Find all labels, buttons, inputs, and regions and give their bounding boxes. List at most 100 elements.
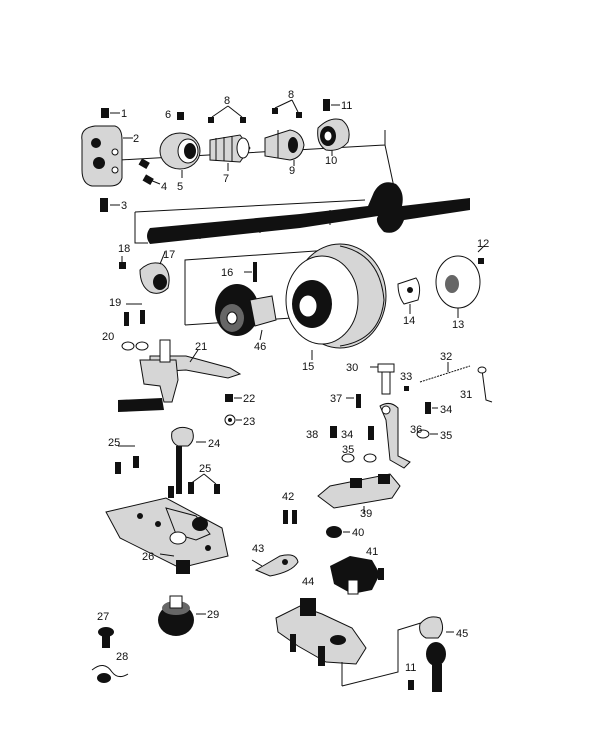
- screw-part-3: [100, 198, 120, 212]
- label-part-24: 24: [208, 438, 220, 450]
- plate-part-26: [105, 497, 229, 574]
- screw-part-11a: [323, 99, 340, 111]
- bracket-part-14: [397, 277, 421, 314]
- label-part-17: 17: [163, 249, 175, 261]
- bolt-part-27: [98, 627, 114, 648]
- screw-part-34b: [368, 426, 374, 440]
- label-part-5: 5: [177, 181, 183, 193]
- washer-part-35a: [416, 429, 438, 439]
- label-part-35b: 35: [342, 444, 354, 456]
- part-labels: 1 2 4 3 6 5 8 7 8 9 11 10 18 17 16 12 19…: [97, 89, 489, 674]
- cam-part-17: [139, 251, 170, 294]
- label-part-18: 18: [118, 243, 130, 255]
- label-part-2: 2: [133, 133, 139, 145]
- nut-part-22: [225, 394, 242, 402]
- spring-part-28: [91, 665, 129, 683]
- label-part-39: 39: [360, 508, 372, 520]
- washer-part-35b: [341, 453, 377, 463]
- screw-part-8b: [272, 99, 302, 118]
- label-part-42: 42: [282, 491, 294, 503]
- label-part-19: 19: [109, 297, 121, 309]
- screw-part-37: [346, 394, 361, 408]
- label-part-25b: 25: [199, 463, 211, 475]
- label-part-29: 29: [207, 609, 219, 621]
- label-part-28: 28: [116, 651, 128, 663]
- label-part-30: 30: [346, 362, 358, 374]
- label-part-38: 38: [306, 429, 318, 441]
- arm-part-21: [118, 339, 242, 412]
- screw-part-18: [119, 256, 126, 269]
- clip-part-43: [251, 554, 299, 577]
- part-45-assembly: [419, 616, 454, 692]
- label-part-22: 22: [243, 393, 255, 405]
- screw-part-42: [283, 510, 297, 524]
- label-part-13: 13: [452, 319, 464, 331]
- label-part-37: 37: [330, 393, 342, 405]
- label-part-44: 44: [302, 576, 314, 588]
- pin-part-31: [477, 366, 493, 403]
- handwheel-part-13: [435, 255, 481, 318]
- washer-part-20: [121, 341, 149, 351]
- label-part-3: 3: [121, 200, 127, 212]
- label-part-15: 15: [302, 361, 314, 373]
- washer-part-23: [224, 414, 242, 426]
- label-part-36: 36: [410, 424, 422, 436]
- label-part-25a: 25: [108, 437, 120, 449]
- label-part-40: 40: [352, 527, 364, 539]
- screw-part-6: [177, 112, 184, 120]
- label-part-33: 33: [400, 371, 412, 383]
- screw-part-8a: [208, 105, 246, 123]
- bracket-part-41: [330, 556, 384, 595]
- collar-part-9: [264, 129, 305, 166]
- label-part-7: 7: [223, 173, 229, 185]
- right-mechanism: [251, 362, 493, 595]
- nut-part-40: [326, 526, 350, 538]
- screw-part-25b: [168, 473, 220, 498]
- label-part-41: 41: [366, 546, 378, 558]
- screw-part-11b: [408, 680, 414, 690]
- label-part-23: 23: [243, 416, 255, 428]
- left-mechanism: [118, 251, 242, 426]
- label-part-9: 9: [289, 165, 295, 177]
- pin-part-16: [244, 262, 257, 282]
- label-part-31: 31: [460, 389, 472, 401]
- screw-part-12: [477, 245, 485, 264]
- bottom-mechanism: [275, 598, 454, 692]
- label-part-11a: 11: [341, 100, 352, 112]
- gear-assembly: [184, 243, 485, 360]
- gear-part-29: [158, 595, 206, 636]
- stud-part-38: [330, 426, 337, 438]
- label-part-8b: 8: [288, 89, 294, 101]
- sleeve-part-7: [209, 134, 251, 171]
- label-part-32: 32: [440, 351, 452, 363]
- label-part-35a: 35: [440, 430, 452, 442]
- screw-part-33: [404, 386, 409, 391]
- label-part-12: 12: [477, 238, 489, 250]
- label-part-8a: 8: [224, 95, 230, 107]
- label-part-16: 16: [221, 267, 233, 279]
- label-part-45: 45: [456, 628, 468, 640]
- label-part-10: 10: [325, 155, 337, 167]
- link-part-24: [171, 426, 206, 494]
- collar-part-5: [159, 132, 201, 178]
- spring-part-32: [419, 362, 471, 383]
- label-part-27: 27: [97, 611, 109, 623]
- label-part-4: 4: [161, 181, 167, 193]
- gear-part-46: [215, 284, 277, 341]
- label-part-21: 21: [195, 341, 207, 353]
- label-part-43: 43: [252, 543, 264, 555]
- label-part-26: 26: [142, 551, 154, 563]
- label-part-34a: 34: [440, 404, 452, 416]
- label-part-34b: 34: [341, 429, 353, 441]
- screw-part-1: [101, 108, 120, 118]
- label-part-46: 46: [254, 341, 266, 353]
- pulley-part-15: [285, 243, 387, 360]
- label-part-11b: 11: [405, 662, 416, 674]
- label-part-20: 20: [102, 331, 114, 343]
- bracket-part-2: [81, 125, 133, 187]
- lower-left-mechanism: [91, 426, 229, 683]
- screw-part-19: [124, 303, 145, 326]
- cam-part-10: [317, 118, 350, 156]
- bolt-part-30: [370, 363, 395, 395]
